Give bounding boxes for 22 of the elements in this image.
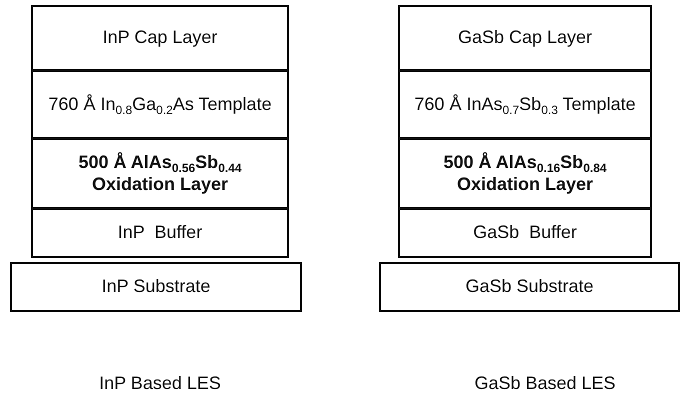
stack-caption: GaSb Based LES [474, 373, 616, 394]
layer-box [31, 70, 289, 139]
layer-box [398, 208, 652, 258]
layer-label: 500 Å AlAs$_{0.56}$Sb$_{0.44}$ Oxidation Layer [77, 152, 243, 196]
layer-label: GaSb Buffer [473, 222, 577, 244]
layer-box [398, 5, 652, 71]
layer-label: GaSb Cap Layer [458, 27, 592, 49]
layer-label: GaSb Substrate [465, 276, 594, 298]
layer-box [379, 262, 680, 312]
layer-box [10, 262, 302, 312]
layer-box [398, 70, 652, 139]
layer-label: 760 Å In$_{0.8}$Ga$_{0.2}$As Template [48, 94, 272, 116]
layer-box [398, 138, 652, 209]
layer-label: InP Cap Layer [102, 27, 218, 49]
layer-label: 500 Å AlAs$_{0.16}$Sb$_{0.84}$ Oxidation Layer [442, 152, 608, 196]
layer-label: 760 Å InAs$_{0.7}$Sb$_{0.3}$ Template [414, 94, 636, 116]
layer-box [31, 208, 289, 258]
stack-caption: InP Based LES [99, 373, 221, 394]
layer-label: InP Substrate [102, 276, 210, 298]
layer-label: InP Buffer [118, 222, 202, 244]
layer-box [31, 5, 289, 71]
layer-box [31, 138, 289, 209]
